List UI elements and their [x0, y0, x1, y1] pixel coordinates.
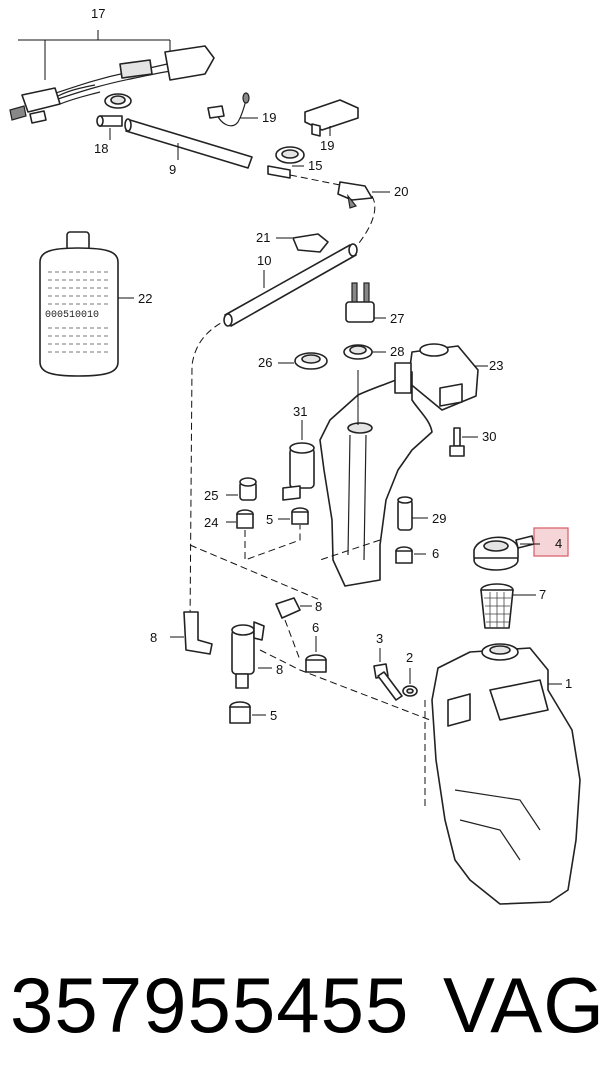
- callout-9: 8: [315, 599, 322, 614]
- part-number: 357955455: [10, 961, 410, 1049]
- callout-4: 4: [555, 536, 562, 551]
- callout-1: 1: [565, 676, 572, 691]
- part-7-strainer: [480, 583, 536, 629]
- part-12-hose: [223, 243, 358, 327]
- callout-18: 17: [91, 6, 105, 21]
- part-23-filler-neck: [407, 343, 488, 411]
- callout-5-lower: 5: [270, 708, 277, 723]
- part-30-bolt: [449, 427, 478, 457]
- callout-12: 10: [257, 253, 271, 268]
- callout-30: 30: [482, 429, 496, 444]
- part-5-grommet-mid: [278, 507, 309, 525]
- callout-25: 25: [204, 488, 218, 503]
- parts-diagram: 17 18 9 19 19 15: [9, 6, 581, 905]
- part-16-grommet: [96, 93, 132, 140]
- callout-29: 29: [432, 511, 446, 526]
- part-5-grommet-lower: [229, 701, 266, 724]
- part-17-cover: [304, 99, 359, 137]
- part-29-nozzle: [397, 496, 428, 531]
- callout-5-mid: 5: [266, 512, 273, 527]
- part-22-fluid-bottle: 000510010: [39, 231, 134, 377]
- callout-6-lower: 6: [312, 620, 319, 635]
- part-19-sensor: [207, 92, 258, 127]
- callout-20: 20: [394, 184, 408, 199]
- part-31-washer-pump: [282, 420, 315, 501]
- brand-name: VAG: [443, 961, 600, 1049]
- bottle-code: 000510010: [45, 310, 99, 321]
- part-21-clip: [276, 233, 329, 253]
- part-10-elbow: [170, 611, 213, 655]
- part-4-filler-cap: [473, 535, 535, 571]
- part-6-grommet-upper: [395, 546, 426, 564]
- part-15-grommet: [267, 146, 305, 179]
- part-27-level-sender: [345, 282, 386, 323]
- callout-22: 22: [138, 291, 152, 306]
- part-18-wiring-harness: [9, 30, 215, 124]
- part-2-washer: [402, 668, 418, 697]
- callout-26: 26: [258, 355, 272, 370]
- callout-3: 3: [376, 631, 383, 646]
- callout-17: 19: [320, 138, 334, 153]
- callout-16: 18: [94, 141, 108, 156]
- callout-11: 9: [169, 162, 176, 177]
- callout-2: 2: [406, 650, 413, 665]
- part-24-grommet: [226, 509, 254, 529]
- part-26-grommet: [278, 352, 328, 370]
- part-28-grommet: [343, 344, 386, 360]
- callout-24: 24: [204, 515, 218, 530]
- callout-8: 8: [276, 662, 283, 677]
- callout-28: 28: [390, 344, 404, 359]
- part-1-reservoir: [431, 643, 581, 905]
- part-25-cap: [226, 477, 257, 501]
- callout-27: 27: [390, 311, 404, 326]
- part-8-washer-pump: [231, 621, 272, 689]
- part-20-check-valve: [289, 174, 390, 209]
- part-6-grommet-lower: [305, 636, 327, 673]
- part-9-clip: [275, 597, 312, 619]
- callout-19: 19: [262, 110, 276, 125]
- callout-6-upper: 6: [432, 546, 439, 561]
- callout-23: 23: [489, 358, 503, 373]
- callout-31: 31: [293, 404, 307, 419]
- callout-15: 15: [308, 158, 322, 173]
- callout-4-highlight: [533, 527, 569, 557]
- part-3-bolt: [373, 648, 403, 701]
- reservoir-upper: [319, 362, 433, 587]
- part-11-hose: [124, 118, 253, 169]
- callout-7: 7: [539, 587, 546, 602]
- callout-21: 21: [256, 230, 270, 245]
- callout-10: 8: [150, 630, 157, 645]
